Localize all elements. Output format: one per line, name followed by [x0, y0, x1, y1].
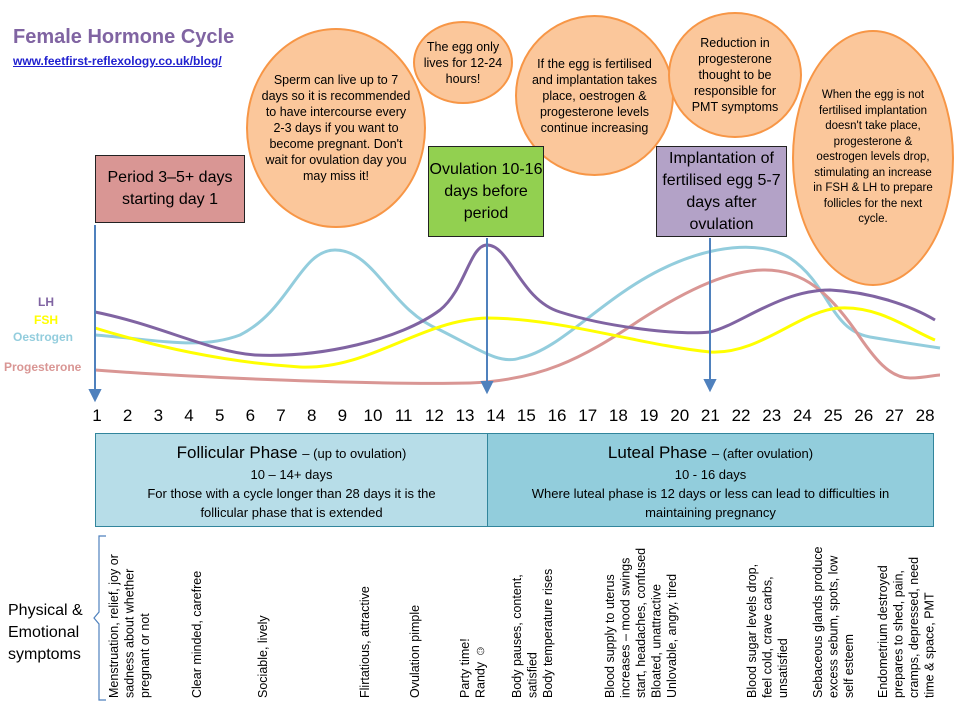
- day-label: 10: [363, 406, 383, 425]
- blog-link[interactable]: www.feetfirst-reflexology.co.uk/blog/: [13, 54, 222, 68]
- symptom-day-13: Party time! Randy ☺: [458, 638, 488, 698]
- day-label: 11: [394, 406, 413, 425]
- lh-label: LH: [38, 295, 54, 309]
- sperm-info-bubble: Sperm can live up to 7 days so it is rec…: [246, 28, 426, 228]
- day-label: 22: [731, 406, 751, 425]
- day-label: 8: [306, 406, 317, 425]
- day-label: 28: [915, 406, 935, 425]
- follicular-sub: – (up to ovulation): [302, 446, 407, 461]
- day-label: 24: [792, 406, 812, 425]
- day-label: 4: [184, 406, 194, 425]
- progesterone-curve: [94, 268, 941, 385]
- symptom-day-11: Ovulation pimple: [408, 604, 422, 698]
- symptom-day-9: Flirtatious, attractive: [358, 586, 372, 698]
- not-fertilised-bubble: When the egg is not fertilised implantat…: [792, 30, 954, 286]
- luteal-sub: – (after ovulation): [711, 446, 814, 461]
- day-label: 25: [823, 406, 843, 425]
- lh-curve: [94, 243, 936, 357]
- arrows: [88, 225, 717, 403]
- day-label: 17: [578, 406, 598, 425]
- day-label: 18: [608, 406, 628, 425]
- day-label: 14: [486, 406, 506, 425]
- luteal-phase-box: Luteal Phase – (after ovulation) 10 - 16…: [487, 433, 934, 527]
- symptom-day-1: Menstruation, relief, joy or sadness abo…: [107, 554, 152, 698]
- fsh-label: FSH: [34, 313, 58, 327]
- day-label: 19: [639, 406, 659, 425]
- day-label: 6: [245, 406, 256, 425]
- follicular-title: Follicular Phase: [176, 443, 298, 462]
- follicular-days: 10 – 14+ days: [250, 467, 333, 482]
- day-label: 1: [92, 406, 102, 425]
- oestrogen-label: Oestrogen: [13, 330, 74, 344]
- day-label: 5: [214, 406, 225, 425]
- ovulation-box: Ovulation 10-16 days before period: [428, 146, 544, 237]
- implantation-box: Implantation of fertilised egg 5-7 days …: [656, 146, 787, 237]
- day-label: 2: [122, 406, 133, 425]
- oestrogen-curve: [94, 245, 941, 362]
- day-label: 12: [424, 406, 444, 425]
- day-label: 9: [337, 406, 348, 425]
- day-label: 3: [153, 406, 164, 425]
- day-label: 23: [762, 406, 782, 425]
- symptom-day-4: Clear minded, carefree: [190, 570, 204, 698]
- luteal-days: 10 - 16 days: [674, 467, 747, 482]
- symptom-day-22: Blood sugar levels drop, feel cold, crav…: [745, 563, 790, 698]
- day-label: 27: [884, 406, 904, 425]
- day-label: 26: [854, 406, 874, 425]
- symptom-day-6: Sociable, lively: [256, 615, 270, 698]
- page-title: Female Hormone Cycle: [13, 26, 235, 48]
- day-label: 15: [516, 406, 536, 425]
- pmt-bubble: Reduction in progesterone thought to be …: [668, 12, 802, 138]
- symptom-day-18: Blood supply to uterus increases – mood …: [603, 547, 679, 698]
- day-label: 21: [700, 406, 720, 425]
- luteal-title: Luteal Phase: [607, 443, 708, 462]
- follicular-phase-box: Follicular Phase – (up to ovulation) 10 …: [95, 433, 488, 527]
- fsh-curve: [94, 306, 936, 369]
- day-label: 7: [276, 406, 286, 425]
- luteal-note: Where luteal phase is 12 days or less ca…: [531, 486, 890, 520]
- period-box: Period 3–5+ days starting day 1: [95, 155, 245, 223]
- day-label: 13: [455, 406, 475, 425]
- follicular-note: For those with a cycle longer than 28 da…: [147, 486, 436, 520]
- symptoms-brace: [93, 535, 106, 701]
- symptom-day-26: Endometrium destroyed prepares to shed, …: [876, 556, 937, 698]
- egg-life-bubble: The egg only lives for 12-24 hours!: [413, 21, 513, 104]
- symptoms-label: Physical & Emotional symptoms: [8, 602, 83, 663]
- day-label: 16: [547, 406, 567, 425]
- progesterone-label: Progesterone: [4, 360, 82, 374]
- symptom-day-15: Body pauses, content, satisfied Body tem…: [510, 568, 555, 698]
- symptom-day-24: Sebaceous glands produce excess sebum, s…: [811, 546, 856, 698]
- day-label: 20: [670, 406, 690, 425]
